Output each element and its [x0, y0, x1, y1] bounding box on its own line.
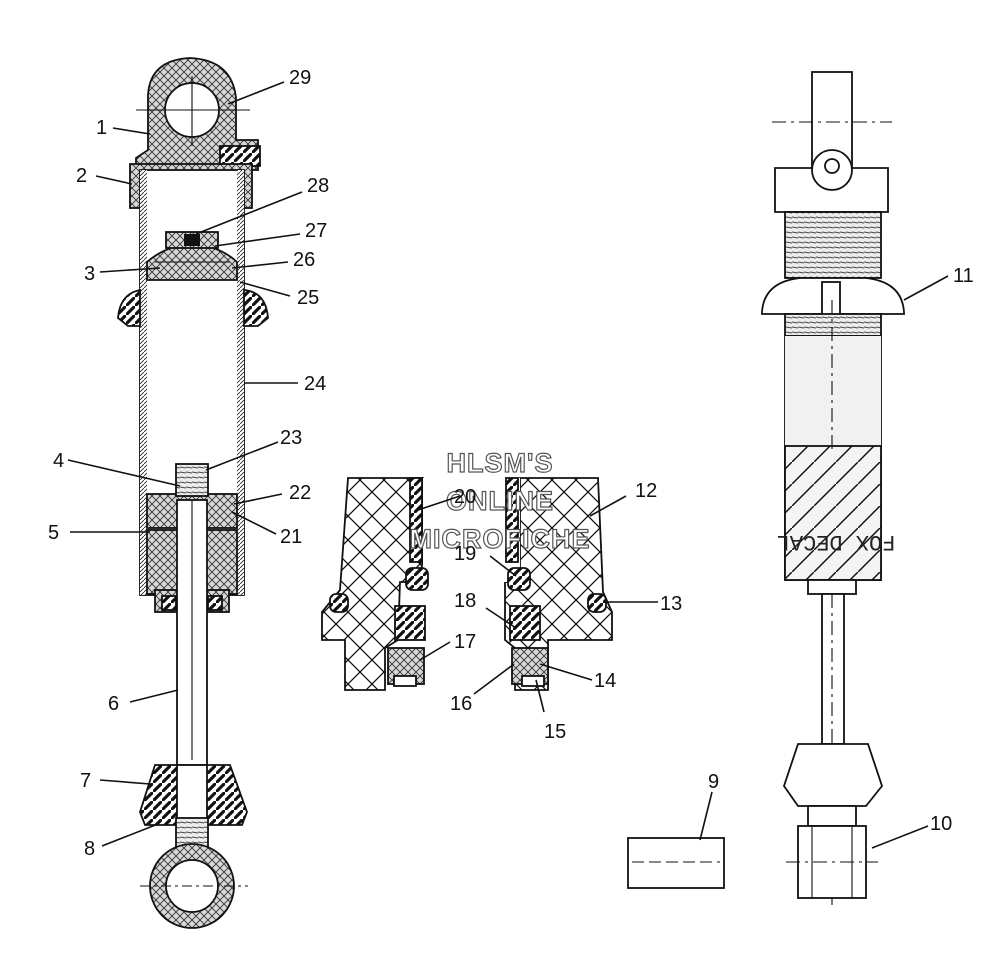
svg-text:MICROFICHE: MICROFICHE: [410, 524, 591, 554]
callout-4: 4: [53, 450, 64, 472]
callout-25: 25: [297, 287, 319, 309]
callout-24: 24: [304, 373, 326, 395]
shaft: [807, 579, 857, 595]
callout-10: 10: [930, 813, 952, 835]
callout-15: 15: [544, 721, 566, 743]
callout-2: 2: [76, 165, 87, 187]
callout-1: 1: [96, 117, 107, 139]
callout-12: 12: [635, 480, 657, 502]
leader-lines: [67, 81, 949, 849]
callout-3: 3: [84, 263, 95, 285]
callout-11: 11: [953, 265, 974, 287]
callout-21: 21: [280, 526, 302, 548]
callout-29: 29: [289, 67, 311, 89]
schrader-valve: [219, 145, 261, 167]
spacer-sleeve: [627, 837, 725, 889]
left-shock-section: [117, 57, 269, 929]
watermark: HLSM'S ONLINE MICROFICHE: [409, 447, 591, 554]
bottom-eyelet: [797, 825, 867, 899]
svg-text:HLSM'S: HLSM'S: [447, 448, 554, 478]
right-shock-exterior: FOX DECAL: [761, 71, 905, 910]
callout-13: 13: [660, 593, 682, 615]
callout-18: 18: [454, 590, 476, 612]
callout-9: 9: [708, 771, 719, 793]
callout-19: 19: [454, 543, 476, 565]
callout-5: 5: [48, 522, 59, 544]
callout-27: 27: [305, 220, 327, 242]
callout-14: 14: [594, 670, 616, 692]
spring-collar: [117, 288, 141, 327]
callout-17: 17: [454, 631, 476, 653]
bottom-bumper: [783, 743, 884, 807]
svg-text:ONLINE: ONLINE: [446, 486, 554, 516]
callout-22: 22: [289, 482, 311, 504]
fox-decal-text: FOX DECAL: [777, 529, 896, 554]
callout-7: 7: [80, 770, 91, 792]
callout-6: 6: [108, 693, 119, 715]
callout-labels: 29 1 2 28 27 3 26 25 24 23 4 22 21 5 6 7…: [48, 67, 974, 860]
callout-16: 16: [450, 693, 472, 715]
preload-threads: [784, 211, 882, 279]
callout-8: 8: [84, 838, 95, 860]
callout-23: 23: [280, 427, 302, 449]
callout-20: 20: [454, 486, 476, 508]
center-seal-head-detail: [321, 477, 613, 691]
callout-26: 26: [293, 249, 315, 271]
callout-28: 28: [307, 175, 329, 197]
